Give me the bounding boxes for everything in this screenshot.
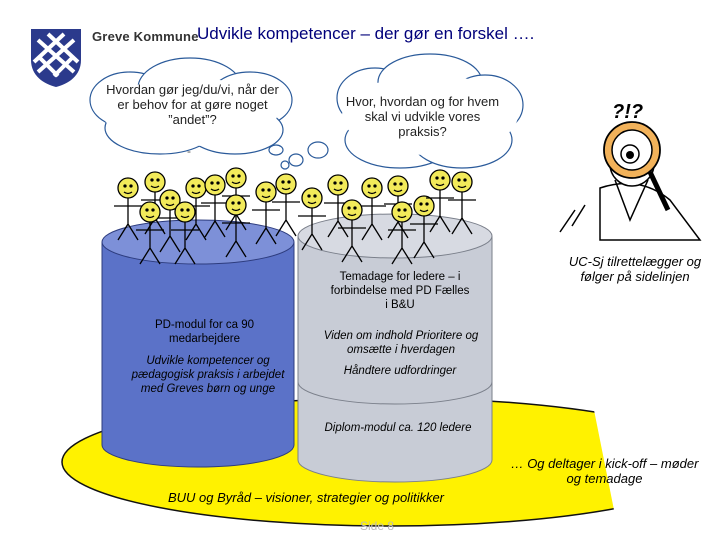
greve-logo xyxy=(28,26,84,88)
cloud-right-text: Hvor, hvordan og for hvem skal vi udvikl… xyxy=(345,94,500,139)
thought-bubbles xyxy=(268,141,329,170)
right-cylinder xyxy=(297,213,493,483)
haandtere-text: Håndtere udfordringer xyxy=(343,365,457,377)
cloud-dash: - xyxy=(187,144,191,158)
cloud-left-text: Hvordan gør jeg/du/vi, når der er behov … xyxy=(106,82,279,127)
magnifier-character: ?!? xyxy=(559,101,720,540)
shield-logo-icon xyxy=(31,29,81,87)
brand-name: Greve Kommune xyxy=(92,29,199,44)
pd-modul-text: PD-modul for ca 90 medarbejdere xyxy=(154,319,255,345)
viden-text: Viden om indhold Prioritere og omsætte i… xyxy=(323,330,479,356)
thought-cloud-left xyxy=(89,57,293,155)
base-label: BUU og Byråd – visioner, strategier og p… xyxy=(168,490,445,505)
udvikle-text: Udvikle kompetencer og pædagogisk praksi… xyxy=(131,355,285,395)
slide-number: Side 8 xyxy=(360,519,395,533)
temadage-text: Temadage for ledere – i forbindelse med … xyxy=(330,271,470,311)
svg-text:?!?: ?!? xyxy=(612,101,643,123)
uc-note: UC-Sj tilrettelægger og følger på sideli… xyxy=(568,254,702,284)
left-cylinder xyxy=(101,219,295,468)
diplom-text: Diplom-modul ca. 120 ledere xyxy=(324,422,472,434)
slide-title: Udvikle kompetencer – der gør en forskel… xyxy=(197,24,535,43)
kickoff-note: … Og deltager i kick-off – møder og tema… xyxy=(510,456,699,486)
thought-cloud-right xyxy=(336,53,524,169)
